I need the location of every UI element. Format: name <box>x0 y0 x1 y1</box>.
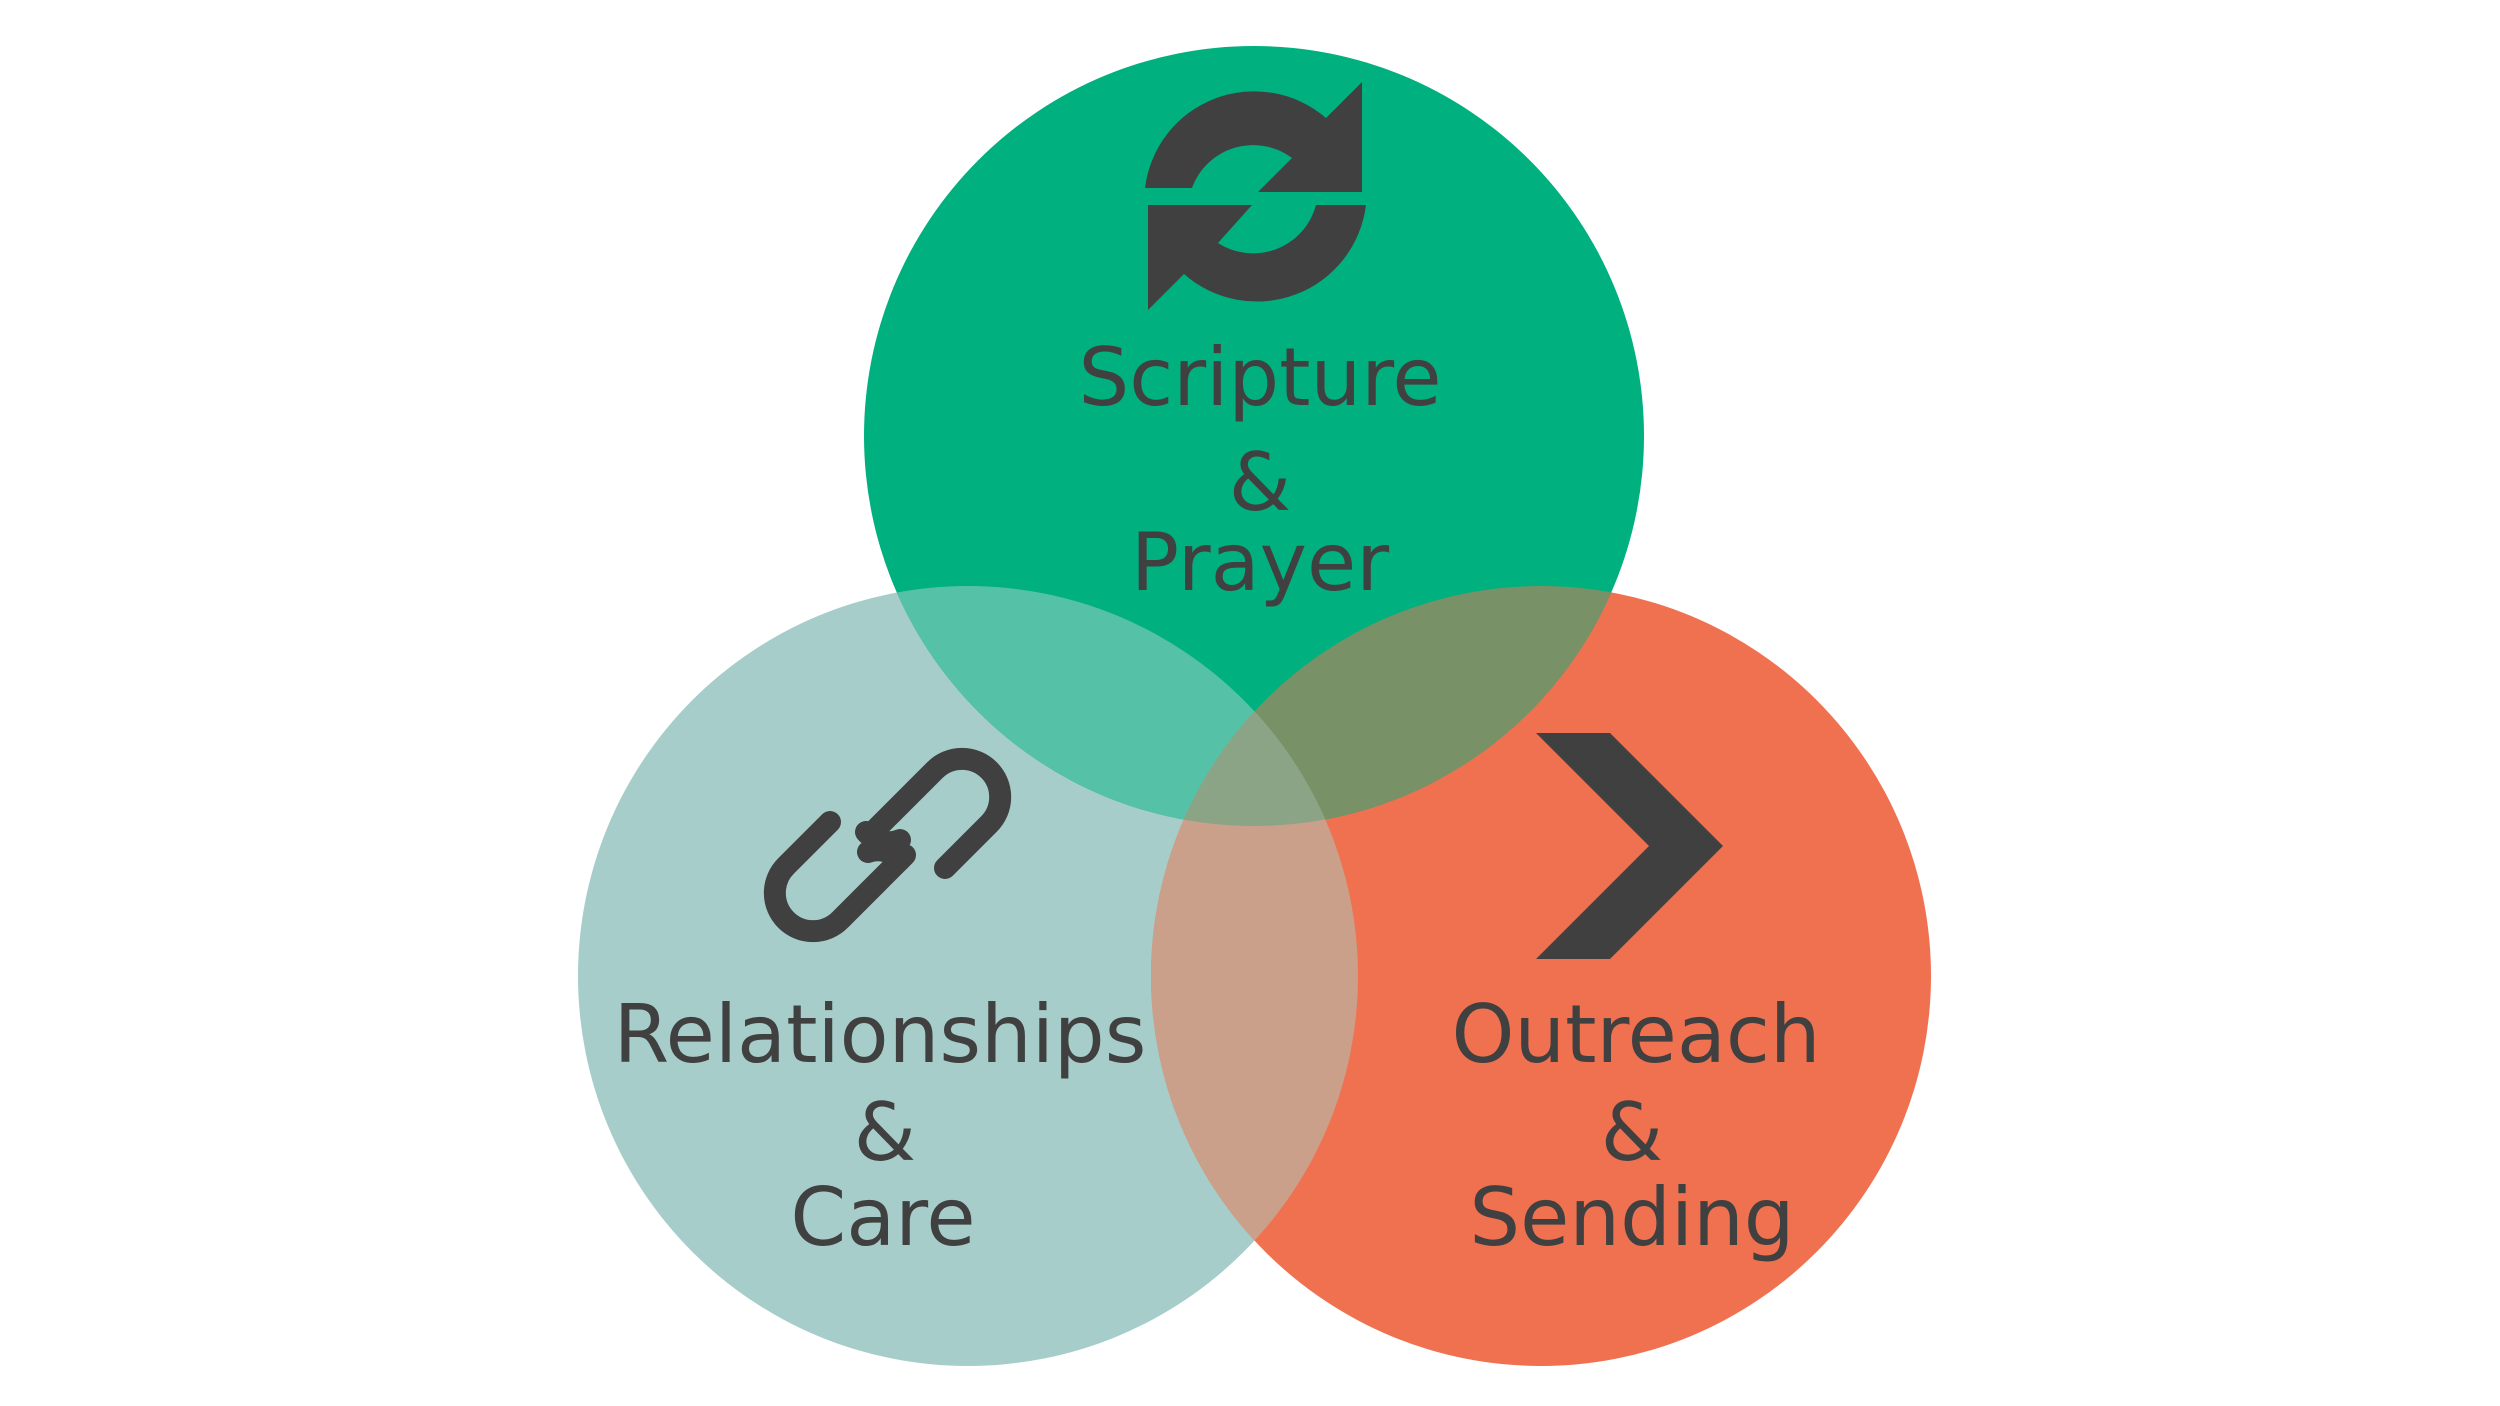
scripture-label-line1: Scripture <box>1078 331 1441 424</box>
relationships-label-line2: & <box>854 1086 916 1179</box>
scripture-label-line3: Prayer <box>1131 516 1389 609</box>
outreach-label-line2: & <box>1601 1086 1663 1179</box>
overlap-scripture-relationships <box>864 586 1358 826</box>
relationships-label-line3: Care <box>790 1171 975 1264</box>
scripture-label-line2: & <box>1229 436 1291 529</box>
outreach-label-line1: Outreach <box>1451 988 1820 1081</box>
overlap-scripture-outreach <box>1151 586 1644 826</box>
link-icon <box>763 747 1012 943</box>
refresh-icon <box>1145 82 1366 310</box>
relationships-label-line1: Relationships <box>614 988 1147 1081</box>
outreach-label-line3: Sending <box>1469 1171 1794 1264</box>
chevron-right-icon <box>1536 733 1723 959</box>
